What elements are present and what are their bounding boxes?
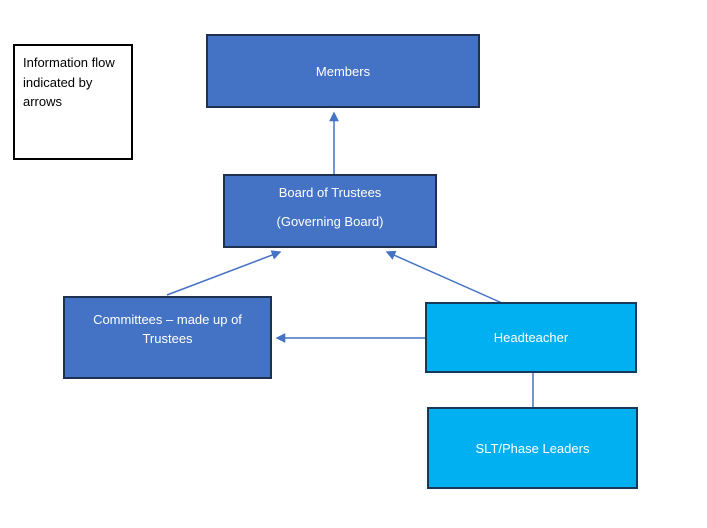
node-committees-label-line1: Committees – made up of <box>93 312 242 327</box>
connector-headteacher-to-board <box>385 250 503 304</box>
node-committees-label-line2: Trustees <box>142 331 193 346</box>
node-headteacher: Headteacher <box>425 302 637 373</box>
node-committees: Committees – made up of Trustees <box>63 296 272 379</box>
node-board-label-line1: Board of Trustees <box>278 185 382 200</box>
node-slt-label: SLT/Phase Leaders <box>475 440 590 456</box>
legend-line: arrows <box>23 94 63 109</box>
node-members-label: Members <box>315 63 371 79</box>
legend-line: Information flow <box>23 55 115 70</box>
node-board-of-trustees: Board of Trustees (Governing Board) <box>223 174 437 248</box>
connector-committees-to-board <box>166 250 282 296</box>
legend-line: indicated by <box>23 74 93 90</box>
node-slt-phase-leaders: SLT/Phase Leaders <box>427 407 638 489</box>
node-members: Members <box>206 34 480 108</box>
node-board-label-line2: (Governing Board) <box>276 214 384 229</box>
node-headteacher-label: Headteacher <box>493 330 569 345</box>
legend-box: Information flow indicated by arrows <box>13 44 133 160</box>
